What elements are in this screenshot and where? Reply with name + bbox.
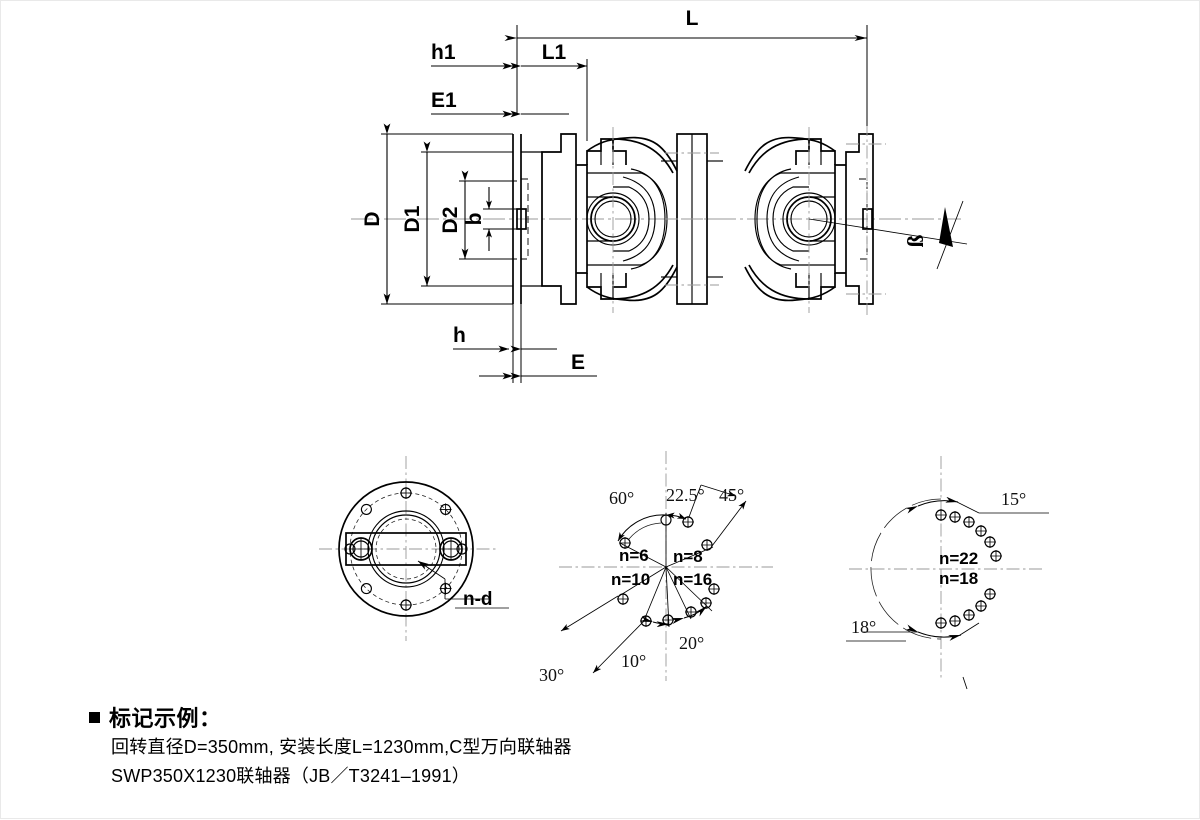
bolt-pattern-right: 15° n=22 18° n=18 (846, 456, 1049, 690)
right-yoke (744, 127, 846, 313)
dimension-beta: ß (808, 200, 968, 270)
right-flange (845, 123, 886, 315)
dim-label-b: b (463, 213, 486, 226)
dim-label-L: L (686, 7, 699, 30)
dimension-b: b (463, 187, 517, 251)
left-flange-plate (512, 134, 543, 304)
angle-15: 15° (1001, 489, 1026, 509)
notes-heading: 标记示例： (109, 706, 222, 731)
pattern-n18-holes (935, 588, 996, 629)
pattern-n6-holes (619, 514, 672, 549)
angle-30: 30° (539, 665, 564, 685)
angle-225: 22.5° (666, 485, 705, 505)
dim-label-E1: E1 (431, 89, 457, 112)
dim-label-h1: h1 (431, 41, 456, 64)
dim-label-D1: D1 (401, 205, 424, 232)
angle-18: 18° (851, 617, 876, 637)
bolt-hole-callout-leader: n-d (417, 560, 509, 610)
angle-45: 45° (719, 485, 744, 505)
dim-label-beta: ß (903, 234, 928, 247)
dimension-h1: h1 (431, 41, 513, 70)
main-assembly-view: L L1 h1 E1 h E (351, 7, 968, 383)
dimension-E: E (479, 304, 597, 383)
label-n10: n=10 (611, 570, 650, 589)
dim-label-D2: D2 (439, 207, 462, 234)
callout-n-d: n-d (463, 589, 493, 610)
label-n18: n=18 (939, 569, 978, 588)
notes-block: 标记示例： 回转直径D=350mm, 安装长度L=1230mm,C型万向联轴器 … (1, 701, 1200, 791)
pattern-n10-holes (617, 593, 652, 627)
center-flange (661, 133, 723, 305)
dimension-E1: E1 (431, 89, 569, 118)
dimension-L: L (504, 7, 868, 126)
dimension-D: D (361, 123, 513, 305)
bullet-square-icon (89, 711, 100, 723)
dim-label-L1: L1 (542, 41, 567, 64)
angle-60: 60° (609, 488, 634, 508)
dimension-D1: D1 (401, 141, 513, 287)
bolt-pattern-middle: 60° n=6 22.5° 45° n=8 30° n=10 (539, 451, 773, 685)
notes-line-1: 回转直径D=350mm, 安装长度L=1230mm,C型万向联轴器 (111, 737, 572, 757)
dimension-h: h (453, 324, 557, 353)
label-n16: n=16 (673, 570, 712, 589)
notes-heading-row: 标记示例： (1, 701, 1200, 733)
label-n8: n=8 (673, 547, 703, 566)
angle-10: 10° (621, 651, 646, 671)
dim-label-h: h (453, 324, 466, 347)
pattern-n8-holes (682, 516, 713, 551)
label-n22: n=22 (939, 549, 978, 568)
dim-label-E: E (571, 351, 585, 374)
angle-20: 20° (679, 633, 704, 653)
label-n6: n=6 (619, 546, 649, 565)
dim-label-D: D (361, 211, 384, 226)
pattern-n16-holes (662, 583, 720, 626)
dimension-L1: L1 (510, 41, 588, 141)
flange-face-view: n-d (319, 456, 509, 641)
notes-line-2: SWP350X1230联轴器（JB／T3241–1991） (111, 766, 470, 787)
dimension-D2: D2 (439, 170, 517, 260)
left-yoke (541, 127, 678, 313)
